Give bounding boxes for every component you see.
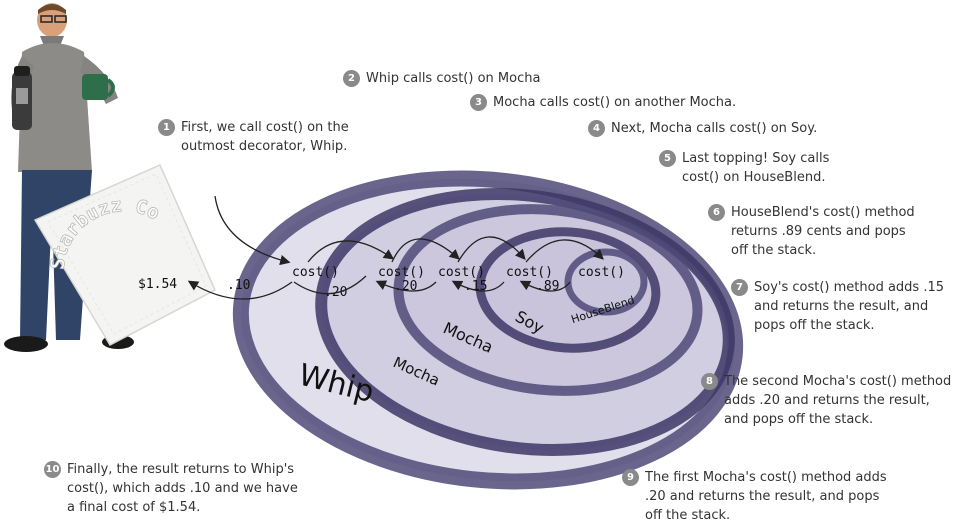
call-arrows — [187, 195, 604, 300]
step-9-badge: 9 — [622, 469, 639, 486]
step-3-badge: 3 — [470, 94, 487, 111]
return-whip: .10 — [227, 278, 250, 293]
step-2-text: Whip calls cost() on Mocha — [366, 71, 541, 86]
step-6-annotation: 6 HouseBlend's cost() method returns .89 … — [708, 203, 915, 260]
decorator-rings — [232, 170, 744, 490]
step-5-annotation: 5 Last topping! Soy calls cost() on House… — [659, 149, 829, 187]
step-10-annotation: 10 Finally, the result returns to Whip's … — [44, 460, 298, 517]
arrow-mocha-outer-return — [293, 275, 367, 295]
step-4-annotation: 4 Next, Mocha calls cost() on Soy. — [588, 119, 817, 138]
step-7-annotation: 7 Soy's cost() method adds .15 and return… — [731, 278, 944, 335]
step-6-badge: 6 — [708, 204, 725, 221]
step-6-text: HouseBlend's cost() method returns .89 c… — [731, 205, 915, 258]
arrow-houseblend-return — [519, 280, 571, 292]
arrow-into-whip — [214, 195, 291, 266]
step-5-text: Last topping! Soy calls cost() on HouseB… — [682, 151, 830, 185]
arrow-mocha-to-mocha — [391, 238, 460, 263]
step-7-text: Soy's cost() method adds .15 and returns… — [754, 280, 945, 333]
step-2-annotation: 2 Whip calls cost() on Mocha — [343, 69, 540, 88]
cost-call-mocha-outer: cost() — [378, 265, 425, 280]
arrow-mocha-to-soy — [457, 236, 526, 263]
houseblend-ring — [564, 248, 648, 316]
cost-call-soy: cost() — [506, 265, 553, 280]
step-10-text: Finally, the result returns to Whip's co… — [67, 462, 298, 515]
step-8-badge: 8 — [701, 373, 718, 390]
return-mocha-inner: .20 — [394, 279, 417, 294]
step-3-annotation: 3 Mocha calls cost() on another Mocha. — [470, 93, 736, 112]
cost-call-mocha-inner: cost() — [438, 265, 485, 280]
return-houseblend: .89 — [536, 279, 559, 294]
arrow-mocha-inner-return — [375, 280, 437, 292]
step-3-text: Mocha calls cost() on another Mocha. — [493, 95, 737, 110]
step-2-badge: 2 — [343, 70, 360, 87]
step-9-annotation: 9 The first Mocha's cost() method adds .2… — [622, 468, 887, 525]
arrow-soy-to-houseblend — [525, 239, 604, 263]
cost-call-houseblend: cost() — [578, 265, 625, 280]
step-1-text: First, we call cost() on the outmost dec… — [181, 120, 349, 154]
return-soy: .15 — [464, 279, 487, 294]
step-5-badge: 5 — [659, 150, 676, 167]
step-8-text: The second Mocha's cost() method adds .2… — [724, 374, 952, 427]
step-7-badge: 7 — [731, 279, 748, 296]
step-9-text: The first Mocha's cost() method adds .20… — [645, 470, 887, 523]
step-8-annotation: 8 The second Mocha's cost() method adds .… — [701, 372, 951, 429]
step-4-badge: 4 — [588, 120, 605, 137]
arrow-soy-return — [451, 280, 505, 292]
step-1-annotation: 1 First, we call cost() on the outmost de… — [158, 118, 349, 156]
arrow-whip-to-mocha — [307, 240, 395, 263]
final-total: $1.54 — [138, 277, 177, 292]
step-4-text: Next, Mocha calls cost() on Soy. — [611, 121, 818, 136]
step-10-badge: 10 — [44, 461, 61, 478]
arrow-whip-return — [187, 280, 293, 300]
step-1-badge: 1 — [158, 119, 175, 136]
cost-call-whip: cost() — [292, 265, 339, 280]
